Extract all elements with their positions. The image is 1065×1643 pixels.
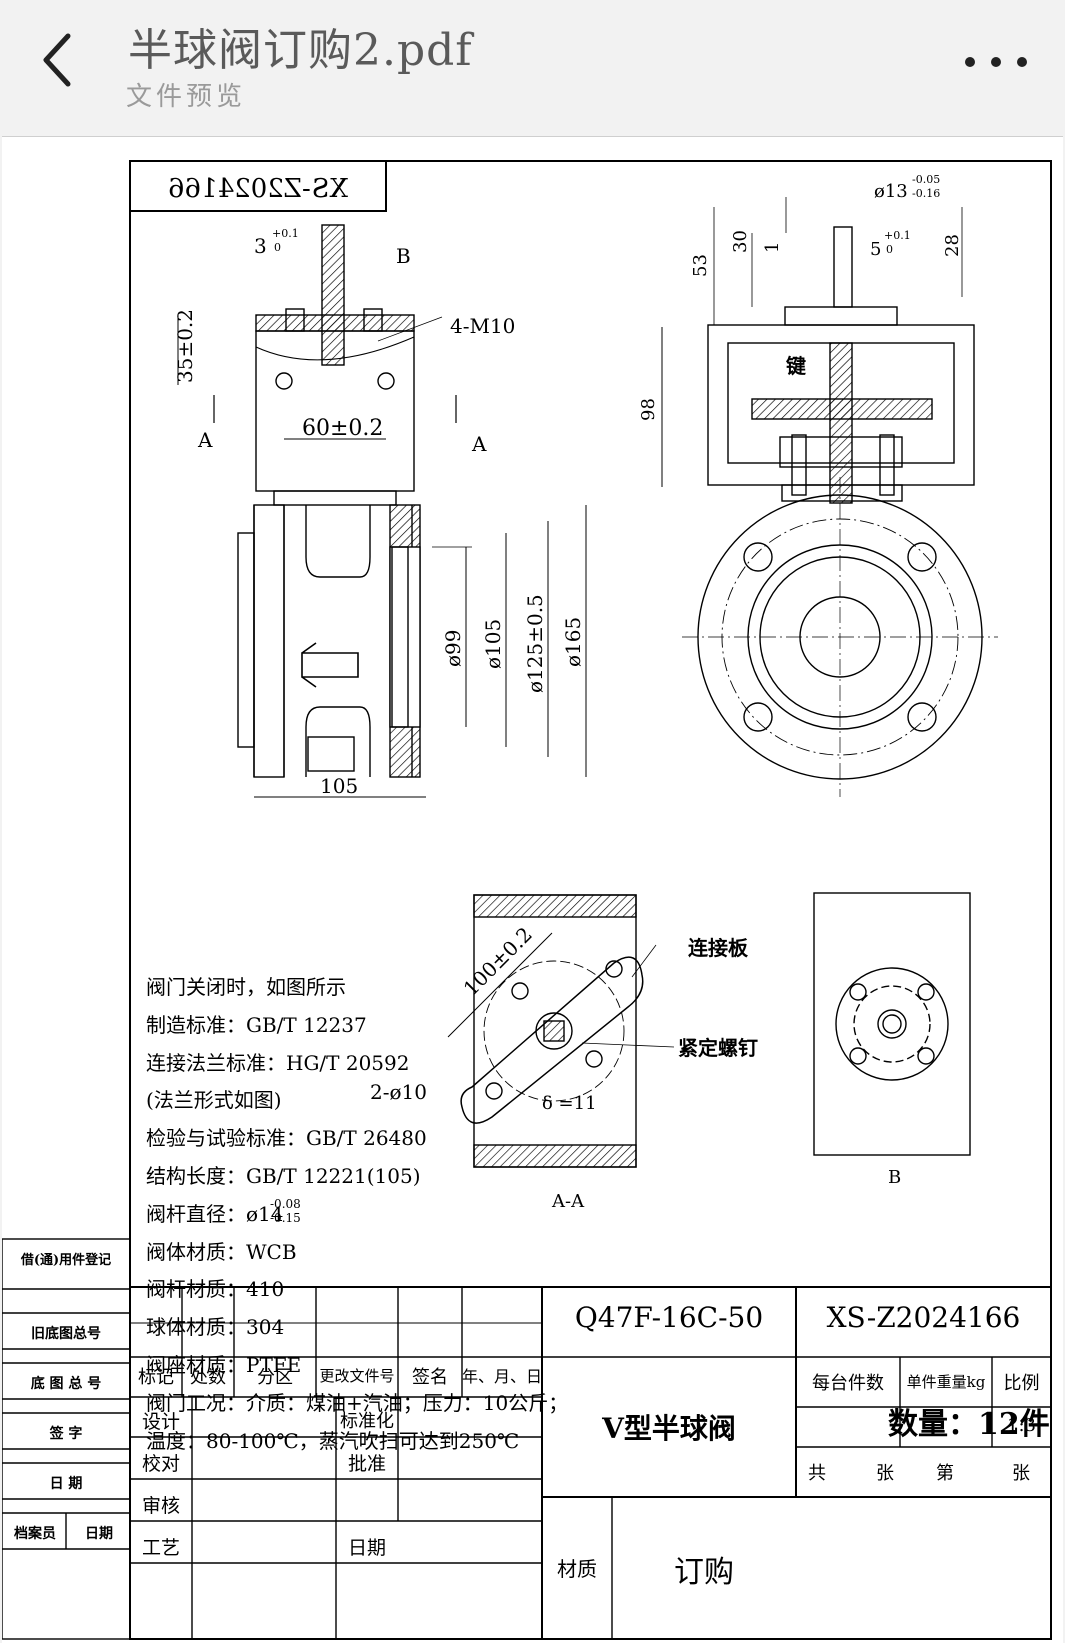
model-number: Q47F-16C-50 [574, 1301, 764, 1334]
rev-header-date: 年、月、日 [462, 1367, 543, 1386]
section-aa-label: A-A [551, 1191, 585, 1212]
part-name: V型半球阀 [602, 1412, 736, 1445]
mirrored-drawing-number: XS-Z2024166 [168, 174, 348, 204]
engineering-drawing: XS-Z2024166 3 +0.1 0 B 35±0.2 4-M10 A A … [2, 160, 1052, 1640]
more-horizontal-icon[interactable] [960, 44, 1032, 80]
rev-header-count: 处数 [190, 1367, 226, 1388]
sheet-no-label: 第 [936, 1463, 954, 1484]
sign-design: 设计 [141, 1411, 180, 1433]
note-line: 制造标准：GB/T 12237 [146, 1012, 367, 1037]
drawing-number: XS-Z2024166 [826, 1301, 1021, 1334]
scale-value: 1:3 [1007, 1415, 1036, 1436]
note-line: 阀门工况：介质：煤油+汽油；压力：10公斤； [146, 1390, 569, 1415]
side-label-borrowed: 借(通)用件登记 [20, 1253, 112, 1268]
dim-shaft-tol-dn: -0.16 [912, 187, 940, 200]
side-label-old-total: 旧底图总号 [31, 1326, 101, 1342]
dim-2-d10: 2-ø10 [370, 1080, 427, 1104]
dim-60: 60±0.2 [302, 416, 383, 441]
note-line: 连接法兰标准：HG/T 20592 [146, 1050, 410, 1075]
mass-header-weight: 单件重量kg [906, 1373, 986, 1391]
dim-28: 28 [942, 234, 963, 257]
chevron-left-icon[interactable] [38, 30, 78, 90]
note-line: 阀体材质：WCB [146, 1239, 297, 1264]
sheet-no-unit: 张 [1012, 1463, 1030, 1484]
app-header: 半球阀订购2.pdf 文件预览 [0, 0, 1065, 134]
stem-tol-up: -0.08 [270, 1196, 301, 1211]
sign-approve: 批准 [347, 1453, 386, 1475]
sign-process: 工艺 [141, 1537, 180, 1559]
side-label-archivist: 档案员 [14, 1526, 56, 1542]
note-line: 结构长度：GB/T 12221(105) [146, 1163, 421, 1188]
dim-key5-tol2: 0 [886, 243, 893, 256]
section-a-right: A [471, 432, 487, 456]
dim-shaft-tol-up: -0.05 [912, 173, 940, 186]
mass-header-scale: 比例 [1003, 1373, 1040, 1394]
side-label-date: 日 期 [49, 1476, 83, 1492]
note-line: 检验与试验标准：GB/T 26480 [146, 1126, 427, 1151]
view-b-label: B [888, 1167, 901, 1188]
note-line: 阀座材质：PTFE [146, 1352, 302, 1377]
dim-keyway-tol: +0.1 [272, 227, 299, 240]
label-set-screw: 紧定螺钉 [678, 1036, 758, 1060]
side-label-signature: 签 字 [49, 1426, 83, 1442]
side-label-archive-date: 日期 [85, 1526, 113, 1542]
dim-delta-11: δ =11 [542, 1093, 597, 1114]
quantity: 数量：12件 [888, 1407, 1050, 1442]
dim-key5: 5 [870, 239, 881, 260]
dim-d99: ø99 [441, 630, 465, 668]
rev-header-mark: 标记 [138, 1367, 174, 1388]
pdf-viewer[interactable]: XS-Z2024166 3 +0.1 0 B 35±0.2 4-M10 A A … [2, 136, 1063, 1643]
sign-review: 审核 [141, 1495, 180, 1517]
sheet-total-unit: 张 [876, 1463, 894, 1484]
dim-key5-tol: +0.1 [884, 229, 911, 242]
sign-standard: 标准化 [340, 1411, 394, 1432]
document-title: 半球阀订购2.pdf [128, 25, 473, 76]
note-stem-diameter: 阀杆直径：ø14 [146, 1201, 284, 1226]
dim-4-m10: 4-M10 [450, 314, 515, 338]
dim-105: 105 [320, 774, 358, 798]
dim-35: 35±0.2 [173, 309, 197, 383]
dim-d105: ø105 [481, 619, 505, 669]
rev-header-sign: 签名 [412, 1367, 448, 1388]
sheet-total-label: 共 [808, 1463, 826, 1484]
note-line: (法兰形式如图) [146, 1088, 282, 1113]
dim-keyway-width: 3 [254, 234, 267, 258]
material-label: 材质 [557, 1557, 597, 1581]
side-label-base-total: 底 图 总 号 [30, 1376, 102, 1392]
dim-shaft-d13: ø13 [874, 181, 908, 202]
label-connecting-plate: 连接板 [688, 936, 749, 960]
sign-check: 校对 [141, 1453, 180, 1475]
dim-1: 1 [762, 242, 783, 253]
rev-header-file: 更改文件号 [319, 1367, 395, 1385]
technical-notes: 阀门关闭时，如图所示 制造标准：GB/T 12237 连接法兰标准：HG/T 2… [146, 969, 569, 1460]
dim-d125: ø125±0.5 [523, 594, 547, 693]
mass-header-count: 每台件数 [812, 1373, 884, 1394]
note-line: 球体材质：304 [146, 1315, 285, 1340]
label-key: 键 [786, 354, 806, 378]
dim-d165: ø165 [561, 617, 585, 667]
material-value: 订购 [674, 1555, 734, 1590]
document-subtitle: 文件预览 [126, 82, 247, 112]
dim-53: 53 [690, 254, 711, 277]
note-line: 温度：80-100℃，蒸汽吹扫可达到250℃ [146, 1428, 520, 1453]
dim-98: 98 [638, 398, 659, 421]
view-b-arrow-label: B [396, 244, 411, 268]
sign-date: 日期 [347, 1537, 386, 1559]
dim-30: 30 [730, 230, 751, 253]
note-line: 阀门关闭时，如图所示 [146, 975, 346, 999]
note-line: 阀杆直径：ø14-0.08-0.15 [146, 1196, 566, 1234]
dim-keyway-tol2: 0 [274, 241, 281, 254]
rev-header-zone: 分区 [257, 1367, 293, 1388]
stem-tol-dn: -0.15 [270, 1210, 301, 1225]
section-a-left: A [197, 428, 213, 452]
note-line: 阀杆材质：410 [146, 1277, 285, 1302]
